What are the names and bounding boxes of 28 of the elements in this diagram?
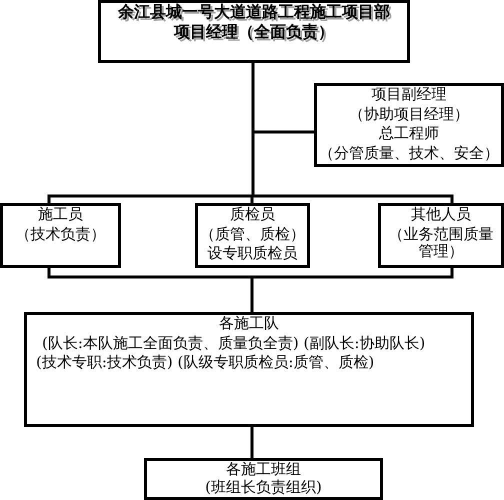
role-box (314, 83, 504, 167)
role-box (0, 203, 121, 268)
connector-line (252, 63, 454, 203)
header-box (98, 0, 410, 63)
box-text: 项目经理（全面负责） (174, 23, 334, 41)
box-title: 项目副经理 (372, 86, 446, 103)
box-title: 质检员 (230, 206, 275, 223)
connector-line (250, 427, 254, 458)
box-text: （质管、质检） (200, 226, 305, 242)
box-text: (队长:本队施工全面负责、质量负全责) (副队长:协助队长) (42, 334, 426, 352)
box-text: （分管质量、技术、安全） (319, 144, 499, 162)
box-title: 施工员 (38, 206, 83, 223)
box-text: （业务范围质量管理） (388, 226, 494, 260)
box-title: 余江县城一号大道道路工程施工项目部 (118, 3, 390, 21)
box-title: 各施工队 (219, 315, 279, 332)
box-text: (技术专职:技术负责) (队级专职质检员:质管、质检) (36, 354, 374, 371)
box-text: (班组长负责组织) (205, 479, 322, 496)
box-title: 各施工班组 (226, 461, 301, 478)
connector-line (250, 268, 454, 312)
box-title: 其他人员 (411, 206, 471, 223)
role-box (378, 203, 504, 268)
crew-box (144, 458, 383, 500)
role-box (195, 203, 310, 268)
box-text: 设专职质检员 (208, 245, 298, 262)
box-text: （协助项目经理） (349, 106, 469, 122)
box-text: （技术负责） (16, 226, 106, 242)
box-text: 总工程师 (379, 125, 439, 142)
team-box (24, 312, 474, 427)
